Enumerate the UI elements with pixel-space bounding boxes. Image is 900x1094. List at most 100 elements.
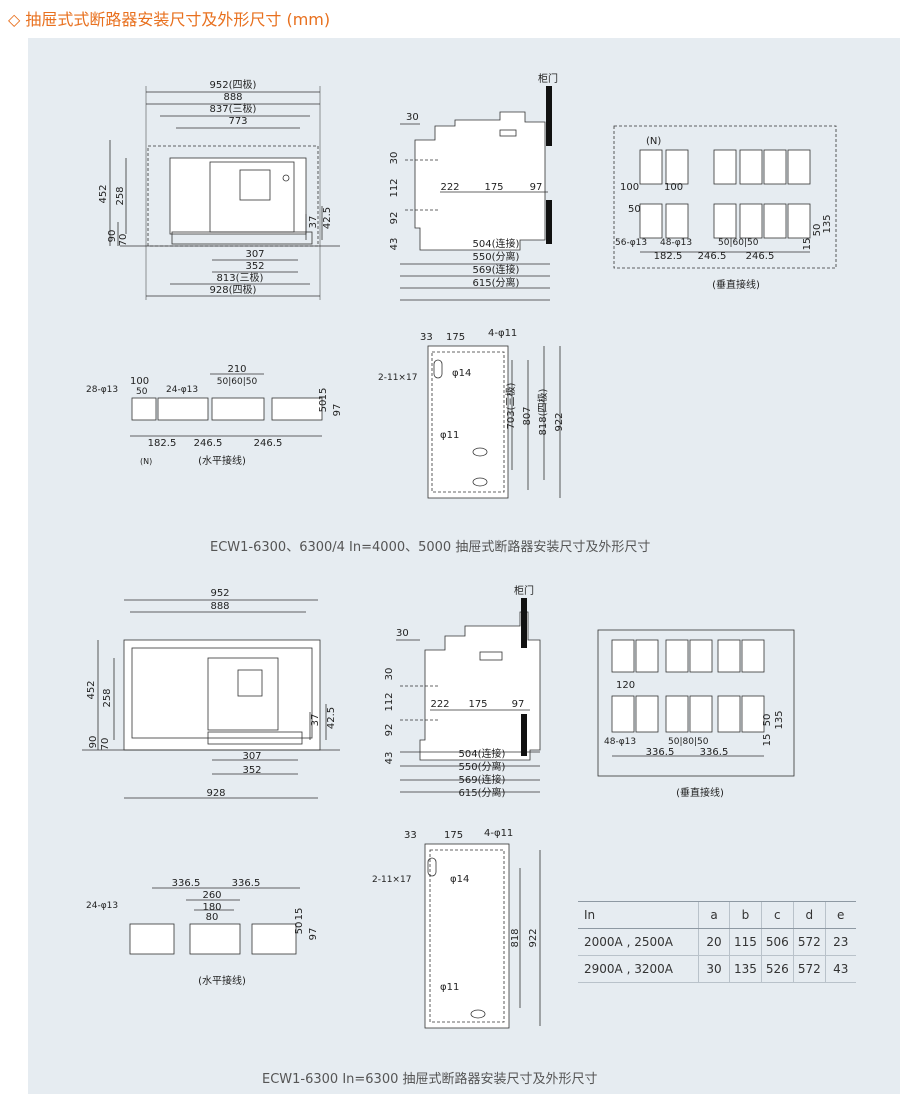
dim-label: 42.5 (322, 207, 333, 229)
dim-label: 42.5 (326, 707, 337, 729)
dim-label: 112 (384, 692, 395, 711)
table-cell: 43 (824, 955, 856, 983)
dim-label: 550(分离) (459, 760, 506, 773)
dim-label: 222 (440, 182, 459, 193)
table-header: b (729, 901, 762, 929)
dim-label: 246.5 (254, 438, 283, 449)
dim-label: 97 (530, 182, 543, 193)
dim-label: 33 (420, 332, 433, 343)
table-cell: 23 (824, 928, 856, 956)
dim-label: 80 (206, 912, 219, 923)
dim-label: 15 (762, 734, 773, 747)
dim-label: 24-φ13 (166, 385, 198, 395)
dim-label: 352 (245, 261, 264, 272)
dim-label: 112 (389, 178, 400, 197)
dim-label: 922 (554, 412, 565, 431)
top-vertical-wiring (613, 125, 837, 269)
dim-label: 70 (100, 738, 111, 751)
top-front-view (109, 86, 340, 300)
dim-label: φ14 (450, 874, 469, 885)
dim-label: 90 (107, 230, 118, 243)
bottom-door-bar-lower (521, 714, 527, 756)
dim-label: 37 (310, 714, 321, 727)
table-header-row: In a b c d e (578, 901, 856, 929)
top-mounting-plate (427, 345, 561, 499)
dim-label: 922 (528, 928, 539, 947)
dim-label: 50 (628, 204, 641, 215)
dim-label: 182.5 (654, 251, 683, 262)
dim-label: 258 (115, 186, 126, 205)
dim-label: 97 (332, 404, 343, 417)
table-cell: 2900A , 3200A (578, 955, 699, 983)
dim-label: 452 (86, 680, 97, 699)
dim-label: 703(三极) (504, 382, 517, 429)
dim-label: 28-φ13 (86, 385, 118, 395)
bottom-door-bar-upper (521, 598, 527, 648)
dim-label: 260 (202, 890, 221, 901)
page-title: ◇ 抽屉式式断路器安装尺寸及外形尺寸 (mm) (8, 10, 331, 29)
dim-label: 30 (406, 112, 419, 123)
dim-label: 928 (206, 788, 225, 799)
bottom-drawing-caption: ECW1-6300 In=6300 抽屉式断路器安装尺寸及外形尺寸 (262, 1072, 598, 1087)
dim-label: 615(分离) (473, 276, 520, 289)
top-drawing-caption: ECW1-6300、6300/4 In=4000、5000 抽屉式断路器安装尺寸… (210, 540, 651, 555)
dim-label: 182.5 (148, 438, 177, 449)
table-header: In (578, 901, 699, 929)
dimension-table: In a b c d e 2000A , 2500A 20 115 506 57… (578, 901, 856, 983)
dim-label: 928(四极) (210, 283, 257, 296)
dim-label: 50|80|50 (668, 737, 709, 747)
dim-label: 888 (223, 92, 242, 103)
dim-label: 90 (88, 736, 99, 749)
vertical-wiring-label: (垂直接线) (712, 278, 760, 291)
dim-label: 175 (468, 699, 487, 710)
dim-label: 336.5 (232, 878, 261, 889)
dim-label: 50|60|50 (718, 238, 759, 248)
dim-label: 210 (227, 364, 246, 375)
dim-label: 504(连接) (473, 237, 520, 250)
dim-label: 352 (242, 765, 261, 776)
dim-label: 97 (512, 699, 525, 710)
table-header: a (698, 901, 730, 929)
bottom-side-view (396, 611, 541, 793)
dim-label: 70 (118, 234, 129, 247)
dim-label: φ14 (452, 368, 471, 379)
dim-label: 550(分离) (473, 250, 520, 263)
dim-label: 569(连接) (459, 773, 506, 786)
dim-label: 50 (812, 224, 823, 237)
dim-label: 175 (444, 830, 463, 841)
horizontal-wiring-label: (水平接线) (198, 454, 246, 467)
dim-label: φ11 (440, 982, 459, 993)
table-cell: 2000A , 2500A (578, 928, 699, 956)
dim-label: 813(三极) (217, 271, 264, 284)
table-cell: 135 (729, 955, 762, 983)
bottom-vertical-wiring (597, 629, 795, 777)
dim-label: 246.5 (746, 251, 775, 262)
table-cell: 526 (760, 955, 794, 983)
dim-label: 43 (384, 752, 395, 765)
dim-label: 120 (616, 680, 635, 691)
table-cell: 30 (698, 955, 730, 983)
dim-label: 307 (245, 249, 264, 260)
dim-label: 504(连接) (459, 747, 506, 760)
dim-label: 135 (774, 710, 785, 729)
dim-label: 100 (620, 182, 639, 193)
dim-label: 336.5 (646, 747, 675, 758)
dim-label: 92 (389, 212, 400, 225)
dim-label: 807 (522, 406, 533, 425)
dim-label: 222 (430, 699, 449, 710)
table-header: c (760, 901, 794, 929)
dim-label: 2-11×17 (378, 373, 417, 383)
dim-label: 50 (318, 400, 329, 413)
dim-label: 50 (136, 387, 148, 397)
dim-label: 43 (389, 238, 400, 251)
top-side-view (400, 111, 550, 301)
dim-label: 336.5 (700, 747, 729, 758)
dim-label: 50 (294, 922, 305, 935)
bottom-mounting-plate (424, 843, 541, 1029)
dim-label: 175 (446, 332, 465, 343)
dim-label: 100 (664, 182, 683, 193)
table-cell: 506 (760, 928, 794, 956)
dim-label: 773 (228, 116, 247, 127)
dim-label: 15 (802, 238, 813, 251)
